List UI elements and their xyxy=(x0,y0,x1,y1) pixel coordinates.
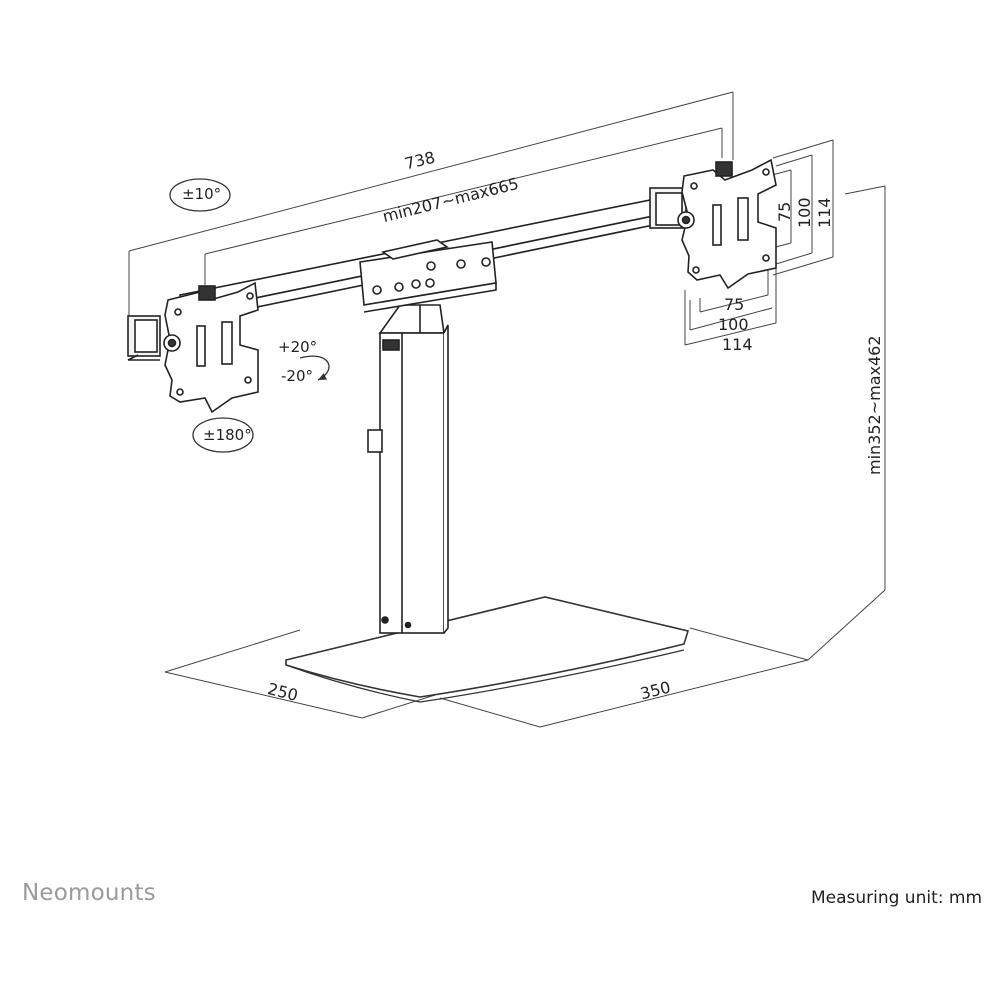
dim-vesa-114-horizontal: 114 xyxy=(722,335,753,354)
dimension-lines xyxy=(128,91,886,728)
base-plate xyxy=(285,596,690,703)
right-vesa-plate xyxy=(649,158,777,290)
dim-base-depth: 250 xyxy=(266,679,300,705)
dim-base-width: 350 xyxy=(638,678,672,704)
rotation-arrows xyxy=(169,178,330,453)
dim-vesa-114-vertical: 114 xyxy=(815,197,834,228)
dim-total-width: 738 xyxy=(403,148,437,174)
dim-arm-span: min207~max665 xyxy=(381,174,521,226)
pole xyxy=(367,304,449,634)
dim-vesa-75-horizontal: 75 xyxy=(724,295,744,314)
dim-vesa-75-vertical: 75 xyxy=(775,202,794,222)
brand-logo: Neomounts xyxy=(22,880,156,906)
dim-height: min352~max462 xyxy=(865,335,884,475)
label-swivel-down: -20° xyxy=(281,367,313,385)
label-rotate: ±180° xyxy=(203,426,252,444)
left-vesa-plate xyxy=(127,281,259,414)
label-tilt: ±10° xyxy=(182,185,221,203)
dim-vesa-100-horizontal: 100 xyxy=(718,315,749,334)
crossbar xyxy=(179,196,669,323)
measuring-unit: Measuring unit: mm xyxy=(810,888,982,908)
label-swivel-up: +20° xyxy=(278,338,317,356)
dim-vesa-100-vertical: 100 xyxy=(795,197,814,228)
